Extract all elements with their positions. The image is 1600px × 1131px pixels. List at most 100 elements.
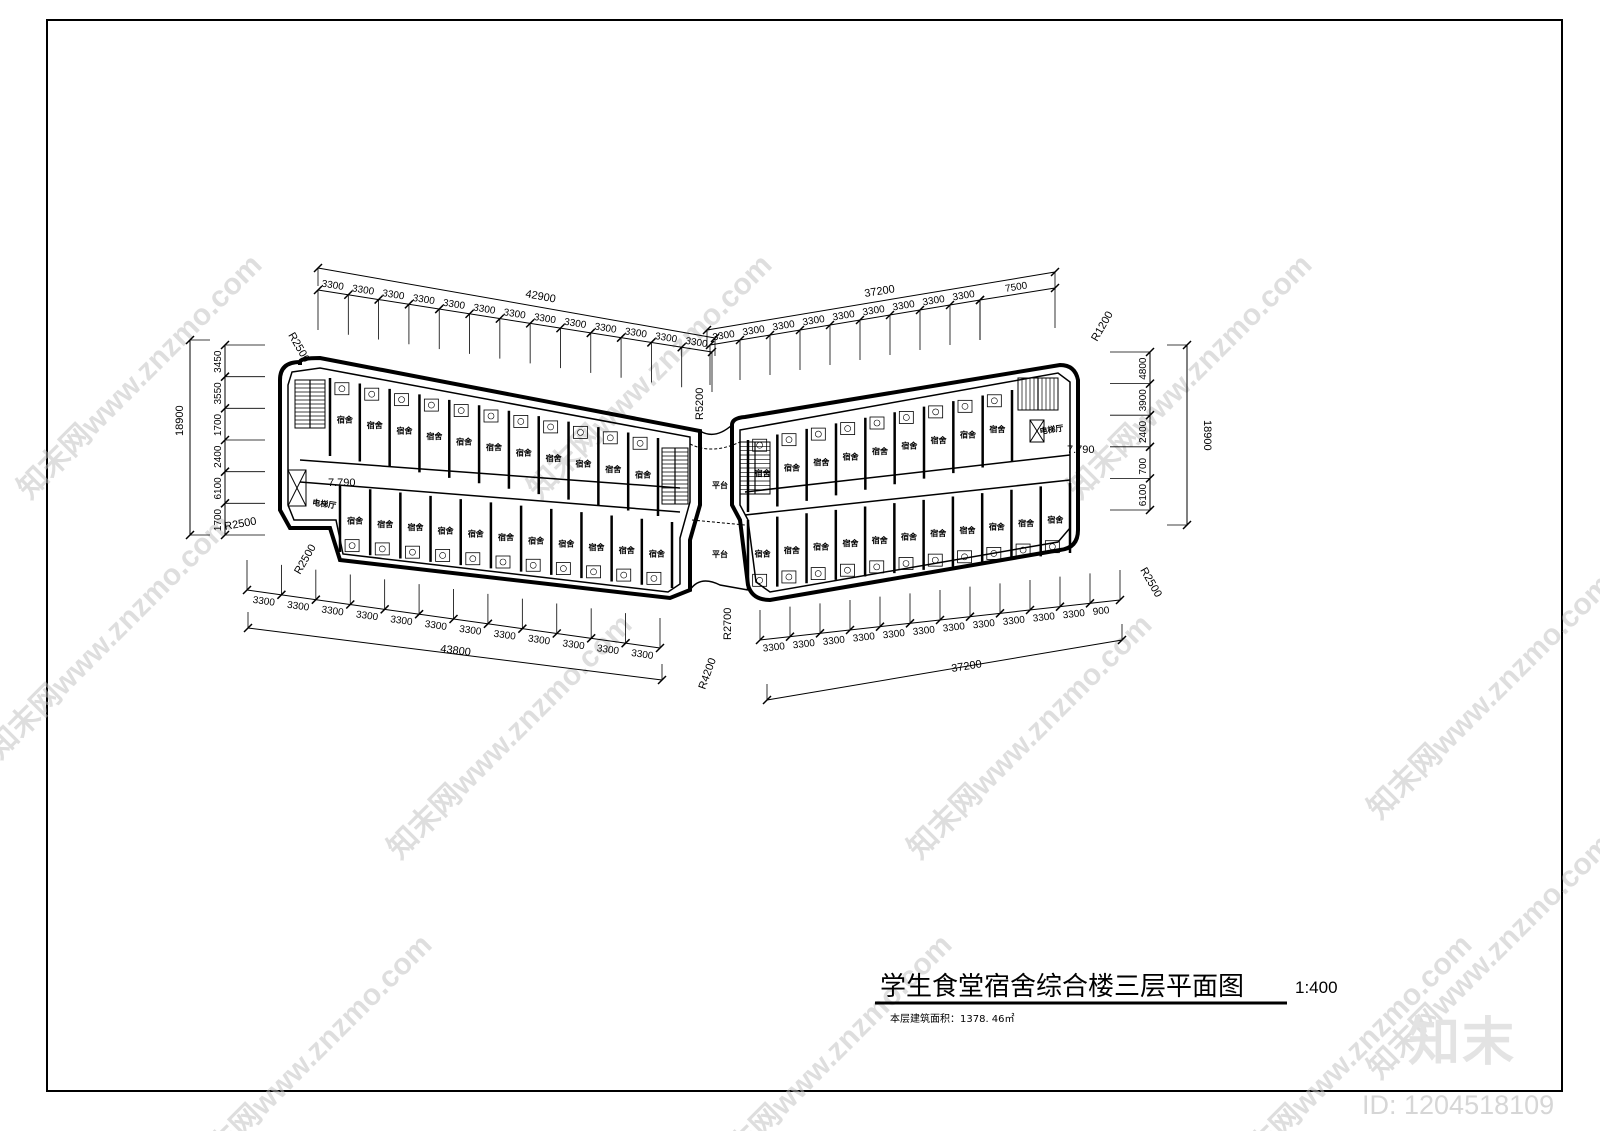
room-label: 宿舍 — [872, 446, 889, 456]
bathroom — [586, 565, 601, 579]
room-label: 宿舍 — [605, 464, 622, 474]
dimension-label: 3300 — [562, 638, 586, 652]
bathroom — [869, 560, 885, 574]
dimension-label: 2400 — [1138, 420, 1149, 443]
right-wing-inner-wall — [739, 372, 1071, 593]
bathroom — [869, 416, 885, 430]
radius-left-top: R2500 — [285, 331, 312, 365]
dimension-label: 3300 — [594, 322, 618, 336]
toilet-icon — [398, 396, 405, 403]
bathroom — [453, 404, 469, 417]
drawing-border — [46, 19, 1563, 1092]
room-label: 宿舍 — [377, 519, 394, 529]
dimension-line — [766, 639, 1123, 701]
bathroom — [957, 550, 972, 564]
dimension-label: 7500 — [1004, 280, 1028, 294]
dimension-label: 3300 — [942, 621, 966, 634]
left-wing — [278, 355, 702, 601]
room-label: 宿舍 — [755, 468, 772, 478]
dimension-line — [247, 627, 663, 681]
room-label: 宿舍 — [931, 435, 948, 445]
watermark-text: 知末网www.znzmo.com — [901, 608, 1158, 865]
room-label: 宿舍 — [546, 453, 563, 463]
dimension-label: 3300 — [1002, 615, 1026, 628]
room-label: 宿舍 — [347, 516, 364, 526]
bathroom — [646, 571, 662, 585]
radius-right-top: R1200 — [1089, 309, 1116, 343]
toilet-icon — [469, 555, 477, 563]
left-elevation: 7.790 — [328, 477, 356, 489]
bathroom — [555, 562, 571, 575]
radius-center-mid: R2700 — [722, 608, 734, 640]
dimension-label: 3300 — [596, 643, 620, 657]
room-label: 宿舍 — [528, 535, 545, 545]
room-label: 宿舍 — [960, 525, 977, 535]
toilet-icon — [487, 412, 495, 420]
toilet-icon — [1049, 543, 1056, 550]
toilet-icon — [931, 556, 939, 564]
dimension-label: 3550 — [213, 382, 224, 405]
dimension-label: 3300 — [533, 312, 557, 326]
dimension-label: 3300 — [822, 635, 846, 648]
watermark-logo: 知末 — [1408, 1013, 1517, 1073]
bathroom — [394, 393, 409, 407]
bathroom — [344, 539, 360, 553]
bathroom — [465, 552, 481, 566]
image-id-label: ID: 1204518109 — [1362, 1090, 1555, 1120]
bathroom — [334, 382, 350, 396]
dimension-label: 3300 — [412, 293, 436, 307]
toilet-icon — [873, 419, 881, 427]
right-top-total: 37200 — [864, 283, 896, 300]
dimension-label: 3300 — [321, 604, 345, 618]
bathroom — [1015, 543, 1031, 557]
center-link — [689, 424, 749, 591]
room-label: 宿舍 — [1018, 518, 1035, 528]
toilet-icon — [650, 575, 658, 582]
dimension-label: 3300 — [381, 288, 405, 302]
bathroom — [810, 427, 826, 441]
bathroom — [1044, 540, 1060, 554]
toilet-icon — [990, 550, 998, 557]
toilet-icon — [368, 390, 376, 398]
dimension-label: 3300 — [563, 317, 587, 331]
dimension-label: 3300 — [912, 625, 936, 638]
room-label: 宿舍 — [784, 463, 801, 473]
room-label: 宿舍 — [558, 539, 575, 549]
bathroom — [781, 433, 797, 447]
room-label: 宿舍 — [989, 521, 1006, 531]
bathroom — [525, 558, 541, 572]
left-side-total: 18900 — [174, 405, 186, 436]
right-wing-outer-wall — [730, 362, 1080, 603]
bathroom — [898, 557, 914, 570]
bathroom — [364, 387, 380, 401]
room-label: 宿舍 — [813, 542, 830, 552]
toilet-icon — [932, 408, 939, 416]
dimension-line — [979, 287, 1056, 301]
right-corridor — [744, 454, 1071, 516]
room-label: 宿舍 — [843, 452, 860, 462]
toilet-icon — [873, 563, 881, 571]
radius-right-bottom: R2500 — [1137, 566, 1164, 600]
toilet-icon — [844, 566, 851, 574]
dimension-label: 3300 — [252, 595, 276, 609]
dimension-label: 3300 — [458, 624, 482, 638]
toilet-icon — [756, 577, 763, 584]
dimension-label: 1700 — [213, 413, 224, 436]
dimension-label: 4800 — [1138, 357, 1149, 380]
toilet-icon — [560, 565, 567, 572]
toilet-icon — [756, 441, 763, 449]
left-elevator — [287, 469, 307, 507]
room-label: 宿舍 — [755, 548, 772, 558]
center-link-top-curve — [699, 424, 733, 436]
watermark-text: 知末网www.znzmo.com — [701, 928, 958, 1131]
radius-left-mid: R2500 — [223, 516, 257, 533]
bathroom — [602, 431, 618, 445]
right-bottom-total: 37200 — [951, 658, 983, 675]
room-label: 宿舍 — [407, 522, 424, 532]
dimension-label: 3300 — [712, 329, 736, 344]
dimension-label: 3300 — [802, 314, 826, 329]
dimension-label: 3300 — [424, 619, 448, 633]
room-label: 宿舍 — [635, 469, 652, 479]
dimension-label: 3300 — [624, 326, 648, 340]
